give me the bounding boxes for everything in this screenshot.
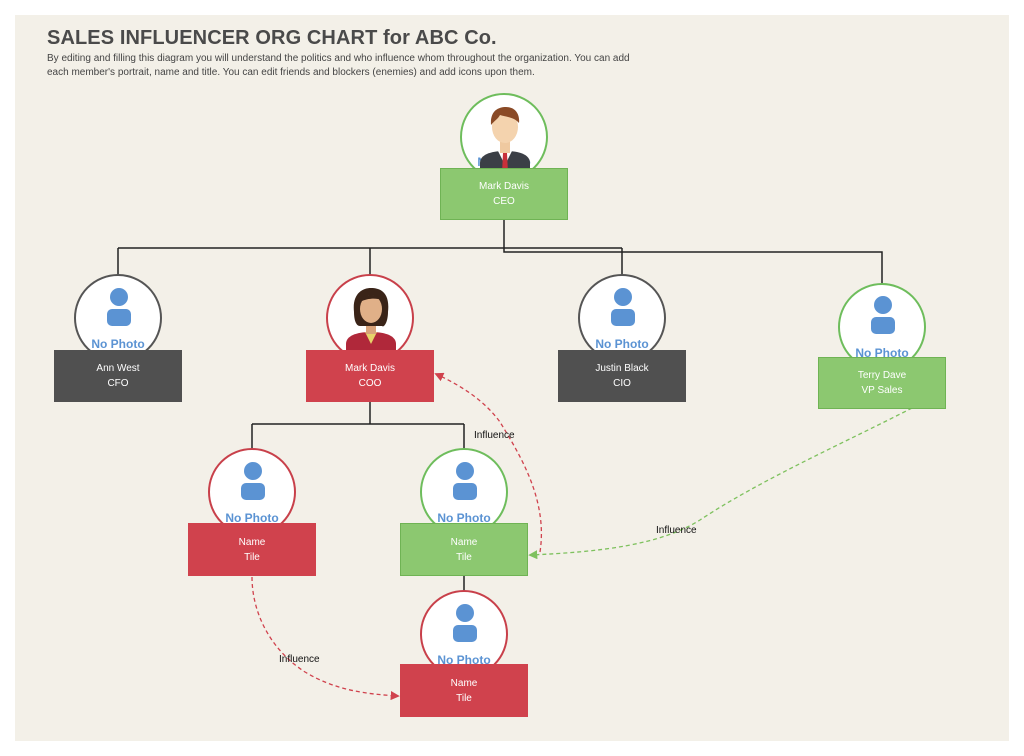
hierarchy-connector-ceo (117, 220, 883, 290)
influence-link-n2-to-coo (434, 372, 542, 553)
node-role: Tile (244, 551, 260, 563)
node-name: Mark Davis (344, 363, 395, 374)
no-photo-label: No Photo (91, 337, 145, 351)
portrait-frame[interactable]: No Photo (460, 93, 548, 181)
user-placeholder-icon (107, 288, 131, 326)
node-card[interactable]: Mark Davis COO (306, 350, 434, 402)
node-name: Ann West (96, 363, 140, 374)
user-placeholder-icon (453, 604, 477, 642)
node-role: Tile (456, 551, 472, 563)
node-card[interactable]: Name Tile (400, 523, 528, 576)
hierarchy-connector-coo (251, 402, 465, 455)
node-role: COO (358, 378, 382, 389)
user-placeholder-icon (453, 462, 477, 500)
user-placeholder-icon (241, 462, 265, 500)
node-role: VP Sales (861, 385, 903, 396)
node-card[interactable]: Terry Dave VP Sales (818, 357, 946, 409)
portrait-frame[interactable] (326, 274, 414, 362)
no-photo-label: No Photo (225, 511, 279, 525)
user-placeholder-icon (871, 296, 895, 334)
page-description: By editing and filling this diagram you … (47, 53, 630, 78)
portrait-frame[interactable]: No Photo (208, 448, 296, 536)
influence-label: Influence (474, 430, 515, 441)
portrait-frame[interactable]: No Photo (838, 283, 926, 371)
node-name: Mark Davis (478, 181, 529, 192)
user-placeholder-icon (611, 288, 635, 326)
node-name: Name (238, 536, 266, 548)
no-photo-label: No Photo (437, 511, 491, 525)
no-photo-label: No Photo (595, 337, 649, 351)
node-role: CIO (613, 378, 631, 389)
node-name: Name (450, 677, 478, 689)
influence-link-vps-to-n2 (528, 407, 913, 560)
node-role: Tile (456, 692, 472, 704)
node-card[interactable]: Mark Davis CEO (440, 168, 568, 220)
portrait-frame[interactable]: No Photo (420, 590, 508, 678)
node-role: CEO (493, 196, 515, 207)
node-card[interactable]: Name Tile (188, 523, 316, 576)
node-name: Name (450, 536, 478, 548)
influence-link-n1-to-n3 (251, 576, 400, 701)
no-photo-label: No Photo (437, 653, 491, 667)
no-photo-label: No Photo (855, 346, 909, 360)
portrait-frame[interactable]: No Photo (420, 448, 508, 536)
female-portrait-icon (346, 288, 396, 360)
influence-label: Influence (656, 525, 697, 536)
node-role: CFO (107, 378, 129, 389)
node-card[interactable]: Ann West CFO (54, 350, 182, 402)
node-name: Terry Dave (857, 370, 907, 381)
influence-label: Influence (279, 654, 320, 665)
portrait-frame[interactable]: No Photo (74, 274, 162, 362)
node-card[interactable]: Name Tile (400, 664, 528, 717)
portrait-frame[interactable]: No Photo (578, 274, 666, 362)
node-card[interactable]: Justin Black CIO (558, 350, 686, 402)
page-title: SALES INFLUENCER ORG CHART for ABC Co. (47, 27, 497, 49)
node-name: Justin Black (595, 363, 649, 374)
